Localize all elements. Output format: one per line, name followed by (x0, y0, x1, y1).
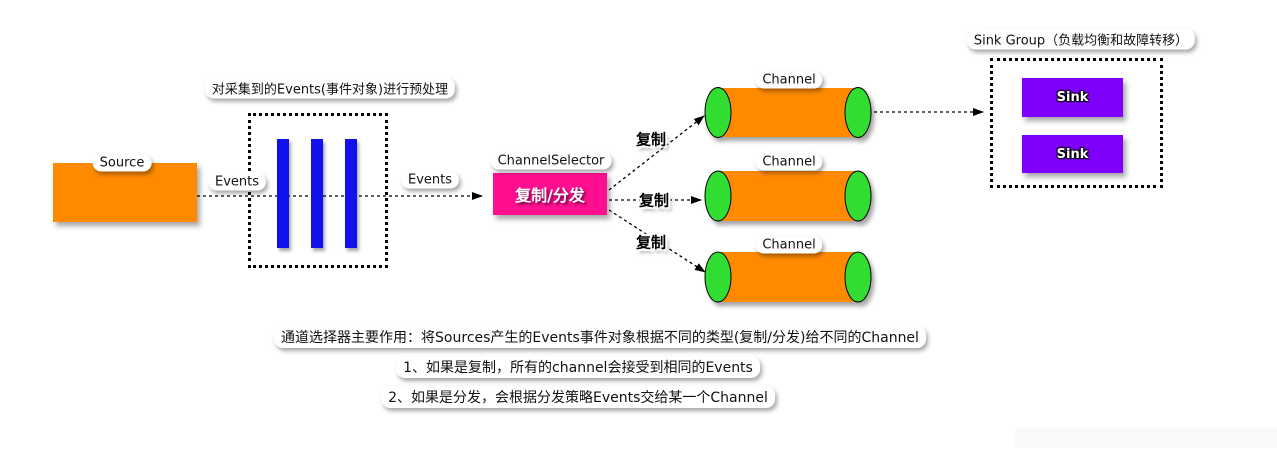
sink-label-2: Sink (1056, 146, 1089, 162)
copy-label-2: 复制 (638, 191, 670, 210)
source-box (53, 163, 197, 222)
channel-cylinder-3 (704, 251, 872, 303)
events-label-2: Events (400, 171, 460, 189)
sink-group-title: Sink Group（负载均衡和故障转移） (966, 28, 1196, 50)
watermark-strip (1015, 428, 1277, 448)
sink-box-2: Sink (1022, 135, 1123, 173)
copy-label-1: 复制 (635, 130, 667, 149)
channel-cylinder-1 (704, 87, 872, 138)
channel-selector-title: ChannelSelector (490, 152, 612, 170)
note-line-1: 通道选择器主要作用：将Sources产生的Events事件对象根据不同的类型(复… (274, 326, 926, 348)
channel-label-3: Channel (755, 236, 823, 254)
arrow-selector-to-channel-3 (608, 209, 706, 273)
note-line-2: 1、如果是复制，所有的channel会接受到相同的Events (396, 356, 760, 378)
channel-label-2: Channel (755, 153, 823, 171)
copy-label-3: 复制 (635, 233, 667, 252)
events-label-1: Events (207, 173, 267, 191)
interceptor-dotted-box (248, 113, 388, 268)
preprocess-note: 对采集到的Events(事件对象)进行预处理 (204, 77, 456, 99)
channel-selector-box: 复制/分发 (493, 173, 607, 215)
channel-cylinder-2 (704, 170, 872, 222)
sink-group-dotted-box (990, 58, 1163, 188)
interceptor-bar-3 (345, 139, 357, 248)
arrow-selector-to-channel-1 (608, 115, 705, 191)
channel-label-1: Channel (755, 71, 823, 89)
note-line-3: 2、如果是分发，会根据分发策略Events交给某一个Channel (381, 386, 775, 408)
interceptor-bar-2 (311, 139, 323, 248)
source-label: Source (92, 154, 152, 172)
channel-selector-mode-label: 复制/分发 (515, 186, 585, 205)
sink-label-1: Sink (1056, 90, 1089, 105)
interceptor-bar-1 (277, 139, 289, 248)
sink-box-1: Sink (1022, 78, 1123, 117)
